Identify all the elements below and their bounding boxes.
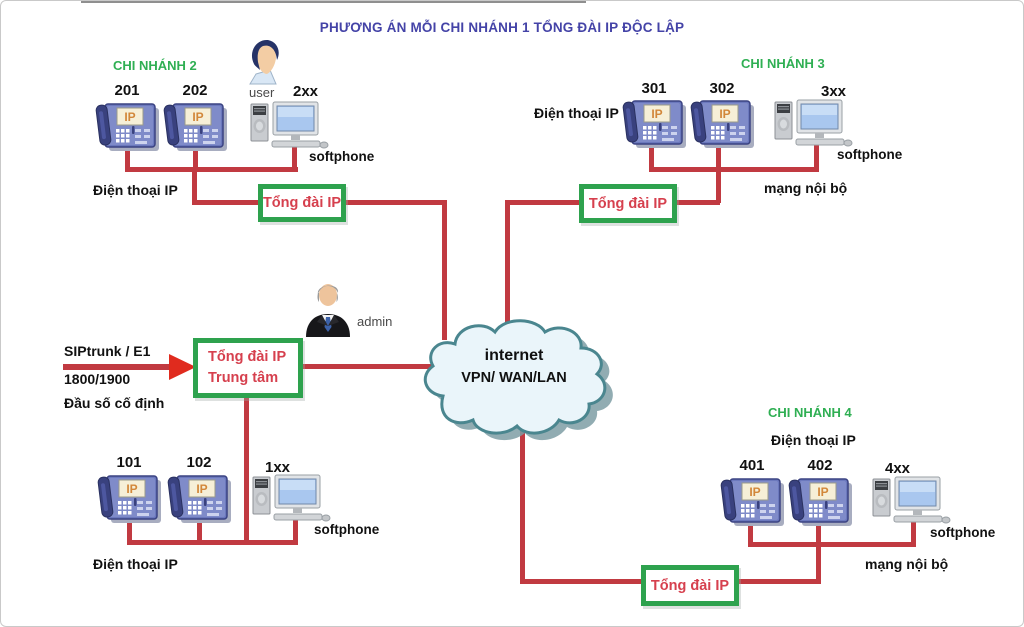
- pbx-label: Tổng đài IP: [588, 195, 668, 212]
- phone-ext-label: 302: [709, 80, 735, 97]
- softphone-label: softphone: [930, 525, 996, 540]
- connection-line: [505, 200, 510, 326]
- softphone-ext-label: 2xx: [293, 83, 319, 100]
- connection-line: [738, 579, 821, 584]
- trunk-arrow-icon: [169, 354, 196, 380]
- connection-line: [816, 544, 821, 584]
- user-label: user: [249, 85, 275, 100]
- connection-line: [716, 170, 721, 203]
- branch3-name: CHI NHÁNH 3: [741, 56, 825, 71]
- softphone-ext-label: 1xx: [265, 459, 291, 476]
- pbx-label: Tổng đài IP: [650, 577, 730, 594]
- desktop-computer-icon: [251, 474, 331, 524]
- connection-line: [192, 170, 197, 203]
- pbx-box-branch4: Tổng đài IP: [641, 565, 739, 606]
- svg-text:IP: IP: [651, 107, 662, 121]
- svg-text:IP: IP: [126, 482, 137, 496]
- connection-line: [520, 429, 525, 584]
- pbx-label-line2: Trung tâm: [208, 370, 279, 386]
- diagram-title: PHƯƠNG ÁN MỖI CHI NHÁNH 1 TỔNG ĐÀI IP ĐỘ…: [319, 20, 685, 35]
- connection-line: [125, 148, 130, 169]
- connection-line: [911, 517, 916, 544]
- connection-line: [716, 146, 721, 169]
- ip-phones-label: Điện thoại IP: [771, 432, 856, 448]
- connection-line: [127, 540, 298, 545]
- pbx-label-line1: Tổng đài IP: [208, 348, 287, 365]
- softphone-label: softphone: [309, 149, 375, 164]
- pbx-box-branch2: Tổng đài IP: [258, 184, 346, 222]
- pbx-box-branch3: Tổng đài IP: [579, 184, 677, 223]
- connection-line: [649, 146, 654, 169]
- user-icon: [245, 37, 285, 85]
- connection-line: [345, 200, 447, 205]
- connection-line: [675, 200, 720, 205]
- cloud-label-internet: internet: [484, 347, 544, 364]
- softphone-label: softphone: [837, 147, 903, 162]
- pbx-box-central: Tổng đài IP Trung tâm: [193, 338, 303, 398]
- trunk-fixed-label: Đầu số cố định: [64, 395, 165, 411]
- connection-line: [748, 542, 916, 547]
- ip-phones-label: Điện thoại IP: [534, 105, 619, 121]
- ip-phones-label: Điện thoại IP: [93, 182, 178, 198]
- ip-phone-icon: IP: [95, 99, 159, 153]
- phone-ext-label: 301: [641, 80, 667, 97]
- connection-line: [127, 520, 132, 543]
- connection-line: [649, 167, 819, 172]
- connection-line: [748, 522, 753, 544]
- desktop-computer-icon: [249, 101, 329, 151]
- ip-phone-icon: IP: [720, 474, 784, 528]
- ip-phone-icon: IP: [690, 96, 754, 150]
- connection-line: [505, 200, 583, 205]
- connection-line: [193, 148, 198, 169]
- connection-line: [814, 141, 819, 169]
- desktop-computer-icon: [773, 99, 853, 149]
- ip-phone-icon: IP: [167, 471, 231, 525]
- phone-ext-label: 201: [114, 82, 140, 99]
- connection-line: [520, 579, 641, 584]
- svg-text:IP: IP: [196, 482, 207, 496]
- softphone-label: softphone: [314, 522, 380, 537]
- admin-label: admin: [357, 314, 393, 329]
- connection-line: [293, 515, 298, 543]
- svg-text:IP: IP: [124, 110, 135, 124]
- connection-line: [192, 200, 262, 205]
- connection-line: [292, 146, 297, 169]
- internet-cloud-icon: [409, 314, 615, 442]
- ip-phone-icon: IP: [788, 474, 852, 528]
- phone-ext-label: 401: [739, 457, 765, 474]
- phone-ext-label: 102: [186, 454, 212, 471]
- admin-icon: [304, 281, 352, 337]
- pbx-label: Tổng đài IP: [262, 195, 342, 211]
- lan-label: mạng nội bộ: [865, 556, 949, 572]
- ip-phone-icon: IP: [97, 471, 161, 525]
- connection-line: [816, 522, 821, 544]
- phone-ext-label: 202: [182, 82, 208, 99]
- svg-text:IP: IP: [719, 107, 730, 121]
- cloud-label-vpn-wan-lan: VPN/ WAN/LAN: [461, 370, 567, 386]
- softphone-ext-label: 4xx: [885, 460, 911, 477]
- connection-line: [125, 167, 298, 172]
- svg-text:IP: IP: [749, 485, 760, 499]
- top-border-line: [81, 1, 586, 3]
- phone-ext-label: 101: [116, 454, 142, 471]
- trunk-line: [63, 364, 173, 370]
- connection-line: [244, 397, 249, 545]
- branch2-name: CHI NHÁNH 2: [113, 58, 197, 73]
- ip-phone-icon: IP: [163, 99, 227, 153]
- connection-line: [302, 364, 434, 369]
- ip-phone-icon: IP: [622, 96, 686, 150]
- connection-line: [197, 520, 202, 543]
- phone-ext-label: 402: [807, 457, 833, 474]
- svg-text:IP: IP: [192, 110, 203, 124]
- ip-phones-label: Điện thoại IP: [93, 556, 178, 572]
- branch4-name: CHI NHÁNH 4: [768, 405, 852, 420]
- svg-text:IP: IP: [817, 485, 828, 499]
- desktop-computer-icon: [871, 476, 951, 526]
- lan-label: mạng nội bộ: [764, 180, 848, 196]
- softphone-ext-label: 3xx: [821, 83, 847, 100]
- trunk-label: SIPtrunk / E1: [64, 343, 151, 359]
- connection-line: [442, 200, 447, 340]
- trunk-numbers-label: 1800/1900: [64, 371, 131, 387]
